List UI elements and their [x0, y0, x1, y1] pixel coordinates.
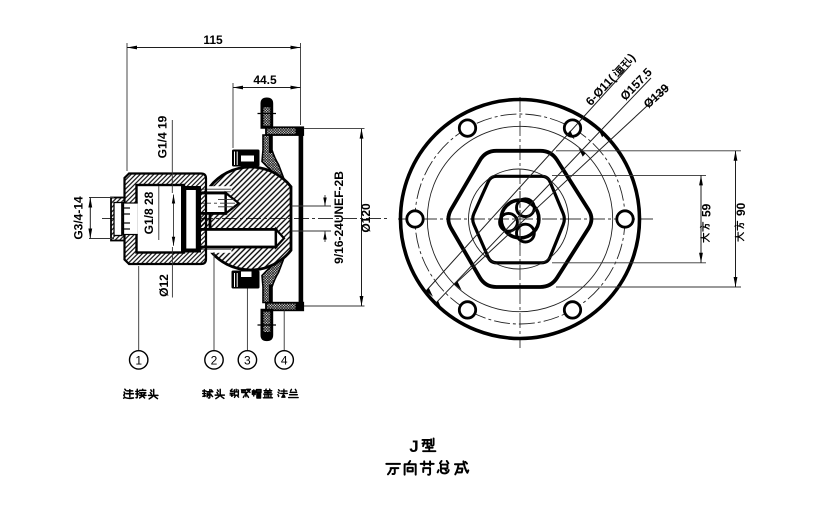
svg-text:9/16-24UNEF-2B: 9/16-24UNEF-2B	[332, 171, 346, 264]
svg-text:G1/4 19: G1/4 19	[156, 115, 170, 158]
svg-text:Ø12: Ø12	[157, 274, 171, 297]
svg-text:59: 59	[700, 203, 714, 217]
svg-text:1: 1	[135, 353, 142, 367]
svg-text:44.5: 44.5	[253, 73, 277, 87]
svg-text:4: 4	[281, 353, 288, 367]
svg-text:2: 2	[211, 353, 218, 367]
svg-text:90: 90	[734, 202, 748, 216]
svg-text:Ø120: Ø120	[359, 203, 373, 233]
svg-text:3: 3	[244, 353, 251, 367]
svg-text:J: J	[409, 437, 418, 456]
svg-text:G3/4-14: G3/4-14	[72, 196, 86, 240]
svg-text:G1/8 28: G1/8 28	[142, 191, 156, 234]
svg-text:115: 115	[203, 33, 223, 47]
